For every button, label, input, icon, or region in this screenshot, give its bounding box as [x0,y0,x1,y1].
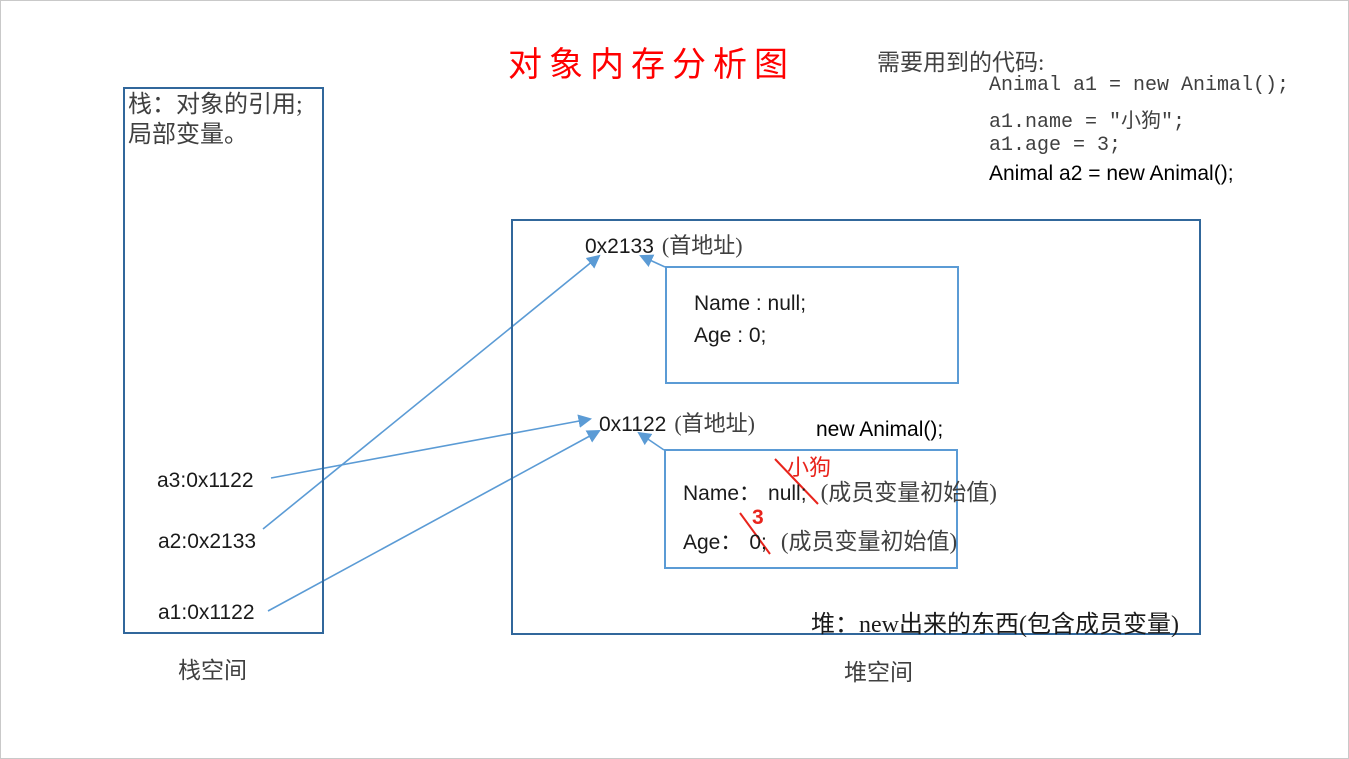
stack-item-a3: a3:0x1122 [157,469,254,492]
object1-address-note: (首地址) [661,233,743,258]
correction-age-3: 3 [752,506,764,529]
heap-caption: 堆空间 [844,660,913,685]
object2-field-name-value: null; [768,482,807,505]
stack-note-line1: 栈：对象的引用; [128,92,303,118]
object1-box [665,266,959,384]
object2-new-call: new Animal(); [816,418,944,441]
object2-field-age-line: Age： 0; (成员变量初始值) [683,522,957,556]
object2-field-name-note: (成员变量初始值) [820,480,997,505]
object2-field-age-label: Age： [683,531,742,554]
stack-item-a1: a1:0x1122 [158,601,255,624]
object1-address: 0x2133 [585,235,654,258]
object2-address-line: 0x1122 (首地址) [599,406,755,438]
heap-box [511,219,1201,635]
object2-field-name-label: Name： [683,482,761,505]
code-panel-header: 需要用到的代码: [877,50,1045,75]
stack-item-a2: a2:0x2133 [158,530,257,553]
object2-field-name-line: Name： null; (成员变量初始值) [683,473,997,507]
code-line-1: Animal a1 = new Animal(); [989,74,1290,97]
stack-caption: 栈空间 [178,658,247,683]
object1-field-name: Name : null; [694,292,807,315]
object2-field-age-value: 0; [749,531,767,554]
code-line-2: a1.name = ″小狗″; [989,111,1186,134]
stack-box [123,87,324,634]
heap-footer-note: 堆：new出来的东西(包含成员变量) [811,612,1179,638]
object1-address-line: 0x2133 (首地址) [585,228,743,260]
object2-address: 0x1122 [599,413,667,436]
stack-note: 栈：对象的引用; 局部变量。 [128,90,303,150]
stack-note-line2: 局部变量。 [128,122,248,148]
correction-name-xiaogou: 小狗 [787,455,832,480]
object2-box [664,449,958,569]
object2-field-age-note: (成员变量初始值) [780,529,958,554]
page-title: 对象内存分析图 [508,47,795,84]
code-line-4: Animal a2 = new Animal(); [989,162,1234,185]
code-line-3: a1.age = 3; [989,134,1122,157]
object1-field-age: Age : 0; [694,324,767,347]
object2-address-note: (首地址) [674,411,755,436]
